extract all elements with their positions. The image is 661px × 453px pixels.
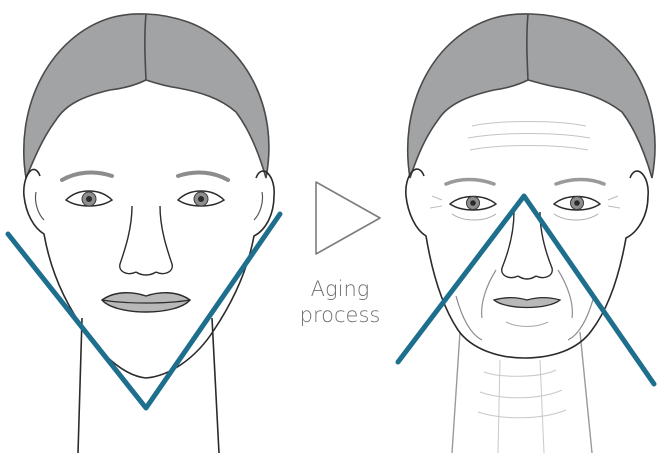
aged-inverted-v-line [398, 196, 654, 384]
young-hair [24, 14, 269, 178]
aged-neck-wrinkles [478, 360, 566, 453]
caption-line-1: Aging [298, 276, 382, 302]
play-outline-triangle-icon [316, 182, 380, 254]
aged-neck [452, 332, 592, 453]
caption-line-2: process [298, 302, 382, 328]
young-right-eye [178, 191, 224, 206]
aged-right-eyebrow [556, 180, 604, 185]
aged-nasolabial-folds [482, 270, 573, 318]
aging-process-caption: Aging process [298, 276, 382, 328]
young-lips [102, 293, 190, 312]
aged-left-eyebrow [446, 180, 494, 185]
aged-lips [494, 298, 560, 308]
young-left-eyebrow [62, 173, 112, 180]
young-right-eyebrow [178, 173, 228, 180]
young-left-eye [66, 191, 112, 206]
young-left-ear [35, 192, 44, 220]
aged-chin [506, 322, 548, 327]
young-neck [78, 318, 219, 453]
young-face [8, 14, 280, 453]
aged-right-eye [554, 197, 600, 221]
aged-left-eye [450, 197, 496, 221]
young-right-ear [254, 192, 263, 220]
aged-face [398, 14, 655, 453]
young-nose [120, 206, 173, 275]
aged-forehead-wrinkles [468, 122, 590, 151]
aged-hair [408, 14, 655, 178]
